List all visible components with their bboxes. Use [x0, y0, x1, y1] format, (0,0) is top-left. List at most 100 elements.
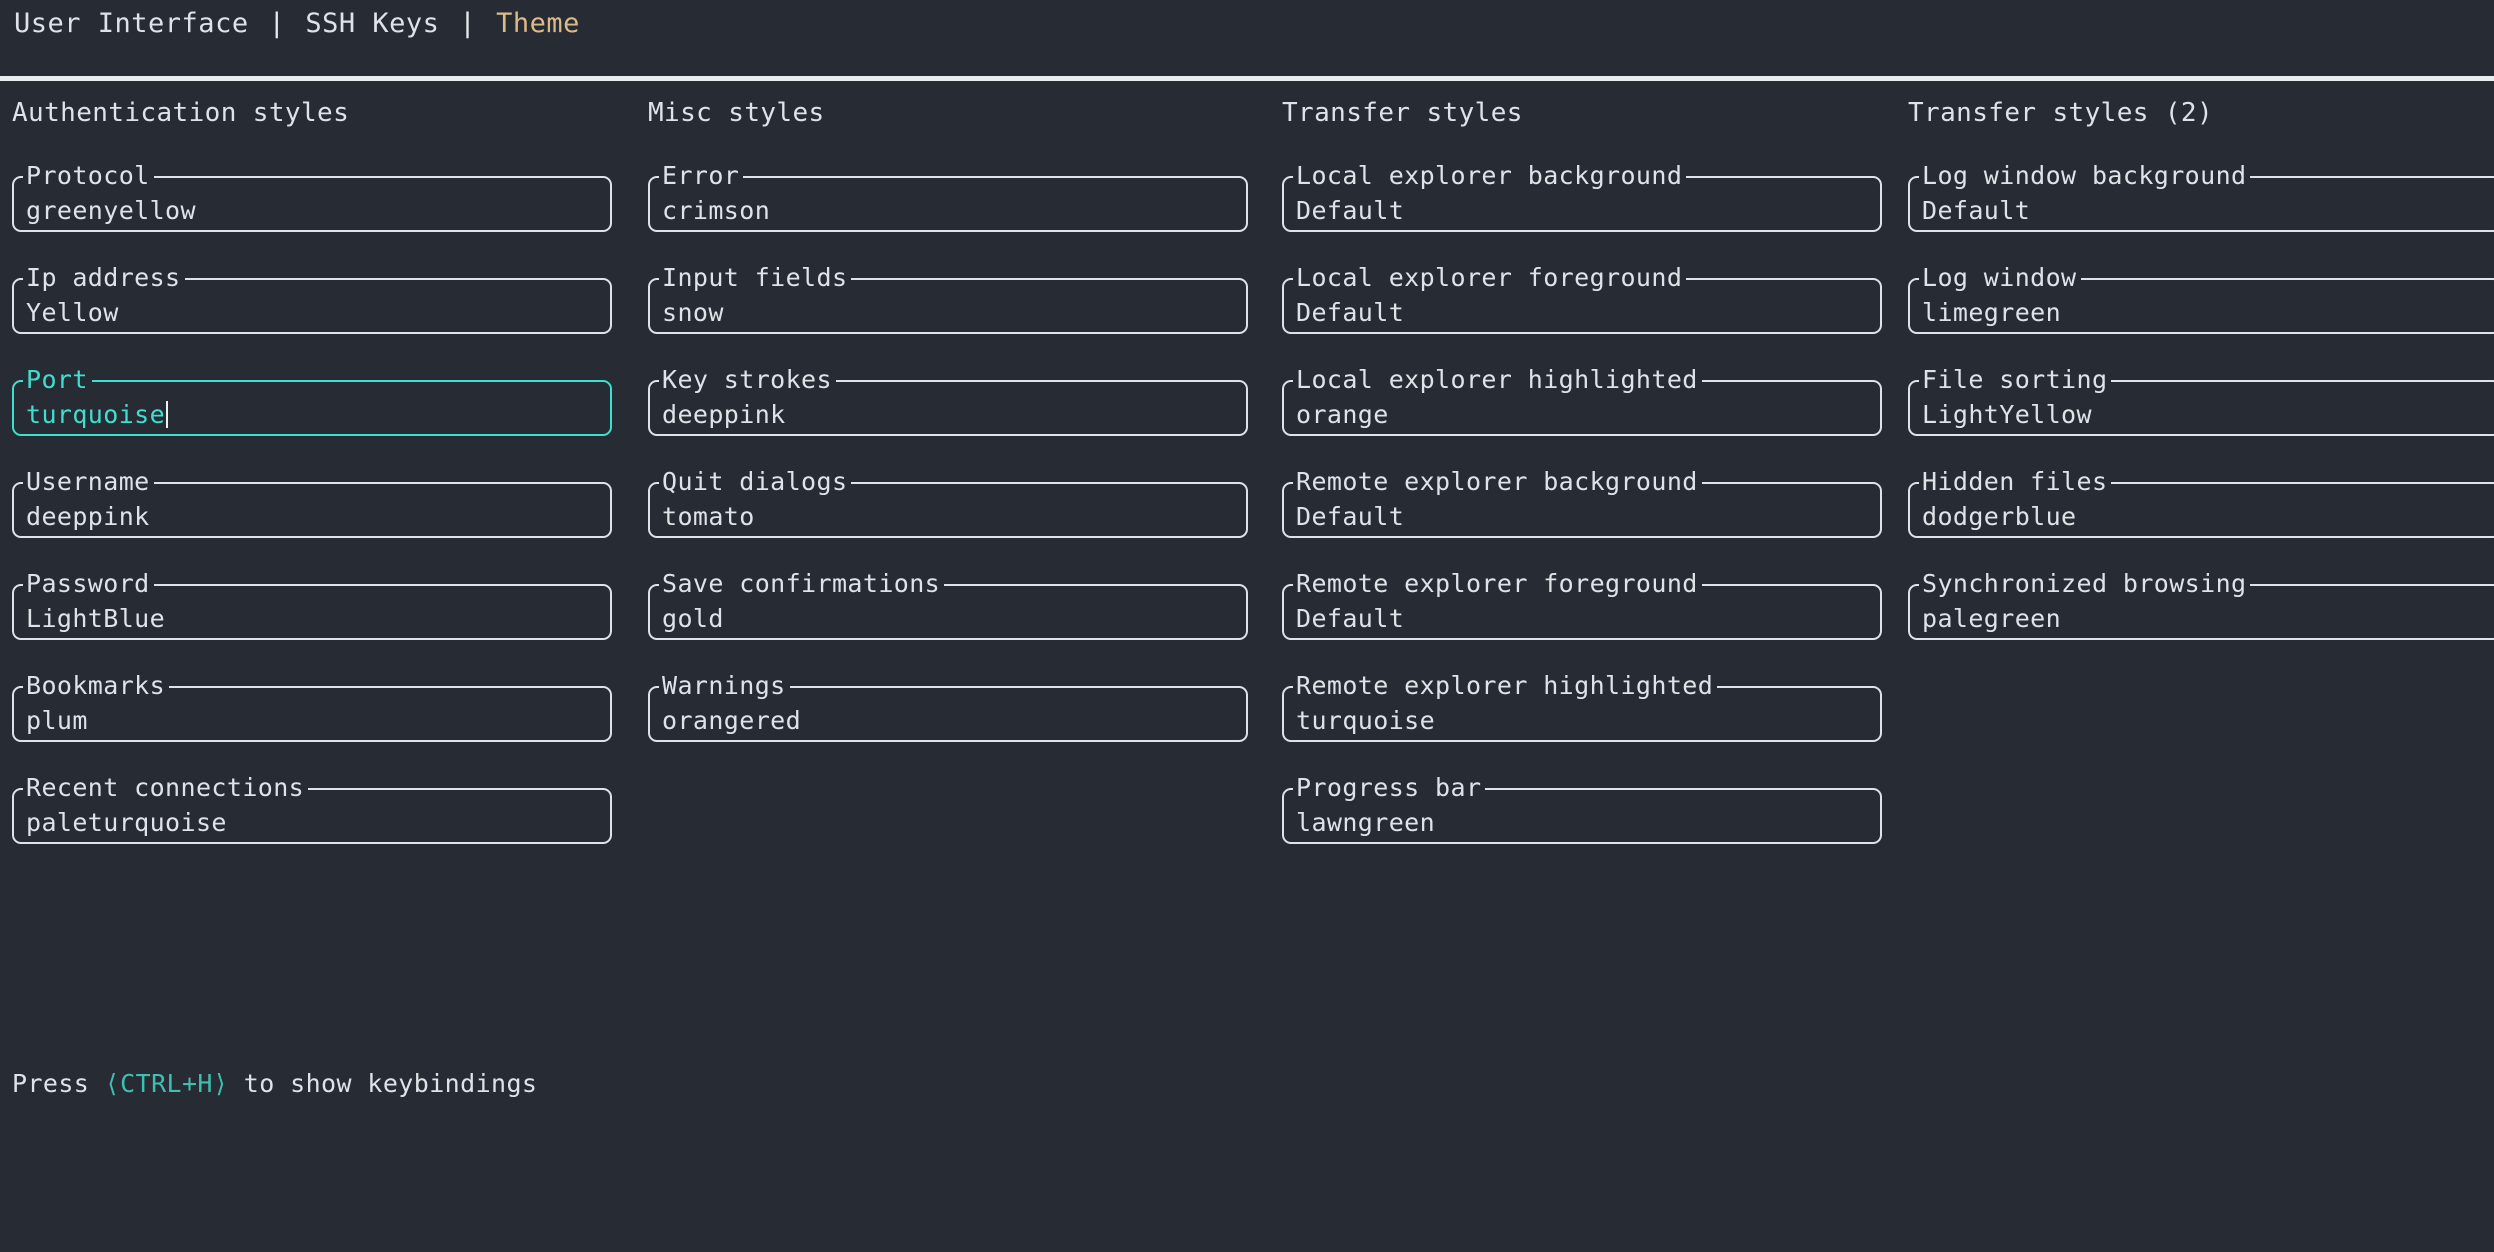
nav-tab-user-interface[interactable]: User Interface: [14, 7, 249, 39]
field-value[interactable]: snow: [662, 297, 724, 329]
field-value[interactable]: Yellow: [26, 297, 119, 329]
field-label: Local explorer highlighted: [1293, 364, 1702, 396]
theme-field-hidden-files[interactable]: Hidden files dodgerblue: [1908, 466, 2494, 538]
field-label: Save confirmations: [659, 568, 945, 600]
field-value[interactable]: limegreen: [1922, 297, 2061, 329]
field-value-text: plum: [26, 706, 88, 735]
field-value[interactable]: lawngreen: [1296, 807, 1435, 839]
field-value-text: palegreen: [1922, 604, 2062, 633]
field-value[interactable]: orange: [1296, 399, 1389, 431]
field-border: [12, 482, 612, 538]
field-label: Progress bar: [1293, 772, 1486, 804]
field-value[interactable]: plum: [26, 705, 88, 737]
field-border: [1908, 380, 2494, 436]
field-value-text: Yellow: [26, 298, 119, 327]
field-value[interactable]: paleturquoise: [26, 807, 227, 839]
field-value[interactable]: turquoise: [1296, 705, 1435, 737]
field-value-text: Default: [1296, 298, 1405, 327]
field-border: [12, 176, 612, 232]
field-label: Error: [659, 160, 744, 192]
field-value-text: Default: [1296, 604, 1405, 633]
column-title: Transfer styles: [1282, 98, 1523, 128]
field-value[interactable]: dodgerblue: [1922, 501, 2077, 533]
field-label: Local explorer background: [1293, 160, 1687, 192]
theme-field-save-confirmations[interactable]: Save confirmations gold: [648, 568, 1248, 640]
field-label: Warnings: [659, 670, 790, 702]
field-value[interactable]: orangered: [662, 705, 801, 737]
field-value[interactable]: Default: [1296, 195, 1404, 227]
field-value[interactable]: tomato: [662, 501, 755, 533]
field-value[interactable]: crimson: [662, 195, 770, 227]
field-value-text: paleturquoise: [26, 808, 227, 837]
field-border: [1908, 482, 2494, 538]
nav-tab-ssh-keys[interactable]: SSH Keys: [305, 7, 440, 39]
field-value-text: Default: [1922, 196, 2031, 225]
field-value-text: LightBlue: [26, 604, 166, 633]
field-label: Password: [23, 568, 154, 600]
field-value-text: turquoise: [1296, 706, 1436, 735]
field-value-text: gold: [662, 604, 724, 633]
field-value[interactable]: gold: [662, 603, 724, 635]
field-label: Log window background: [1919, 160, 2251, 192]
field-border: [12, 584, 612, 640]
column-title: Authentication styles: [12, 98, 350, 128]
nav-separator: |: [459, 7, 477, 39]
field-value[interactable]: palegreen: [1922, 603, 2061, 635]
nav-tab-theme[interactable]: Theme: [496, 7, 580, 39]
keybindings-hint: Press ⟨CTRL+H⟩ to show keybindings: [12, 1068, 537, 1100]
field-border: [12, 788, 612, 844]
field-label: Remote explorer background: [1293, 466, 1702, 498]
field-border: [648, 686, 1248, 742]
field-value[interactable]: Default: [1296, 603, 1404, 635]
field-value[interactable]: LightYellow: [1922, 399, 2092, 431]
field-label: Bookmarks: [23, 670, 170, 702]
hint-suffix: to show keybindings: [243, 1069, 538, 1098]
field-value-text: dodgerblue: [1922, 502, 2077, 531]
field-value[interactable]: deeppink: [662, 399, 786, 431]
field-value[interactable]: LightBlue: [26, 603, 165, 635]
field-value-text: snow: [662, 298, 724, 327]
nav-separator: |: [268, 7, 286, 39]
field-border: [12, 686, 612, 742]
field-border: [1908, 278, 2494, 334]
field-value-text: turquoise: [26, 400, 166, 429]
field-value-text: deeppink: [662, 400, 786, 429]
field-value[interactable]: greenyellow: [26, 195, 196, 227]
field-value[interactable]: Default: [1922, 195, 2030, 227]
field-value[interactable]: Default: [1296, 297, 1404, 329]
field-value[interactable]: deeppink: [26, 501, 150, 533]
field-label: Hidden files: [1919, 466, 2112, 498]
theme-field-bookmarks[interactable]: Bookmarks plum: [12, 670, 612, 742]
field-border: [648, 584, 1248, 640]
field-border: [648, 278, 1248, 334]
field-value-text: greenyellow: [26, 196, 196, 225]
field-value[interactable]: Default: [1296, 501, 1404, 533]
text-cursor: [166, 401, 169, 428]
field-value-text: Default: [1296, 502, 1405, 531]
field-label: Log window: [1919, 262, 2081, 294]
field-value[interactable]: turquoise: [26, 399, 169, 431]
